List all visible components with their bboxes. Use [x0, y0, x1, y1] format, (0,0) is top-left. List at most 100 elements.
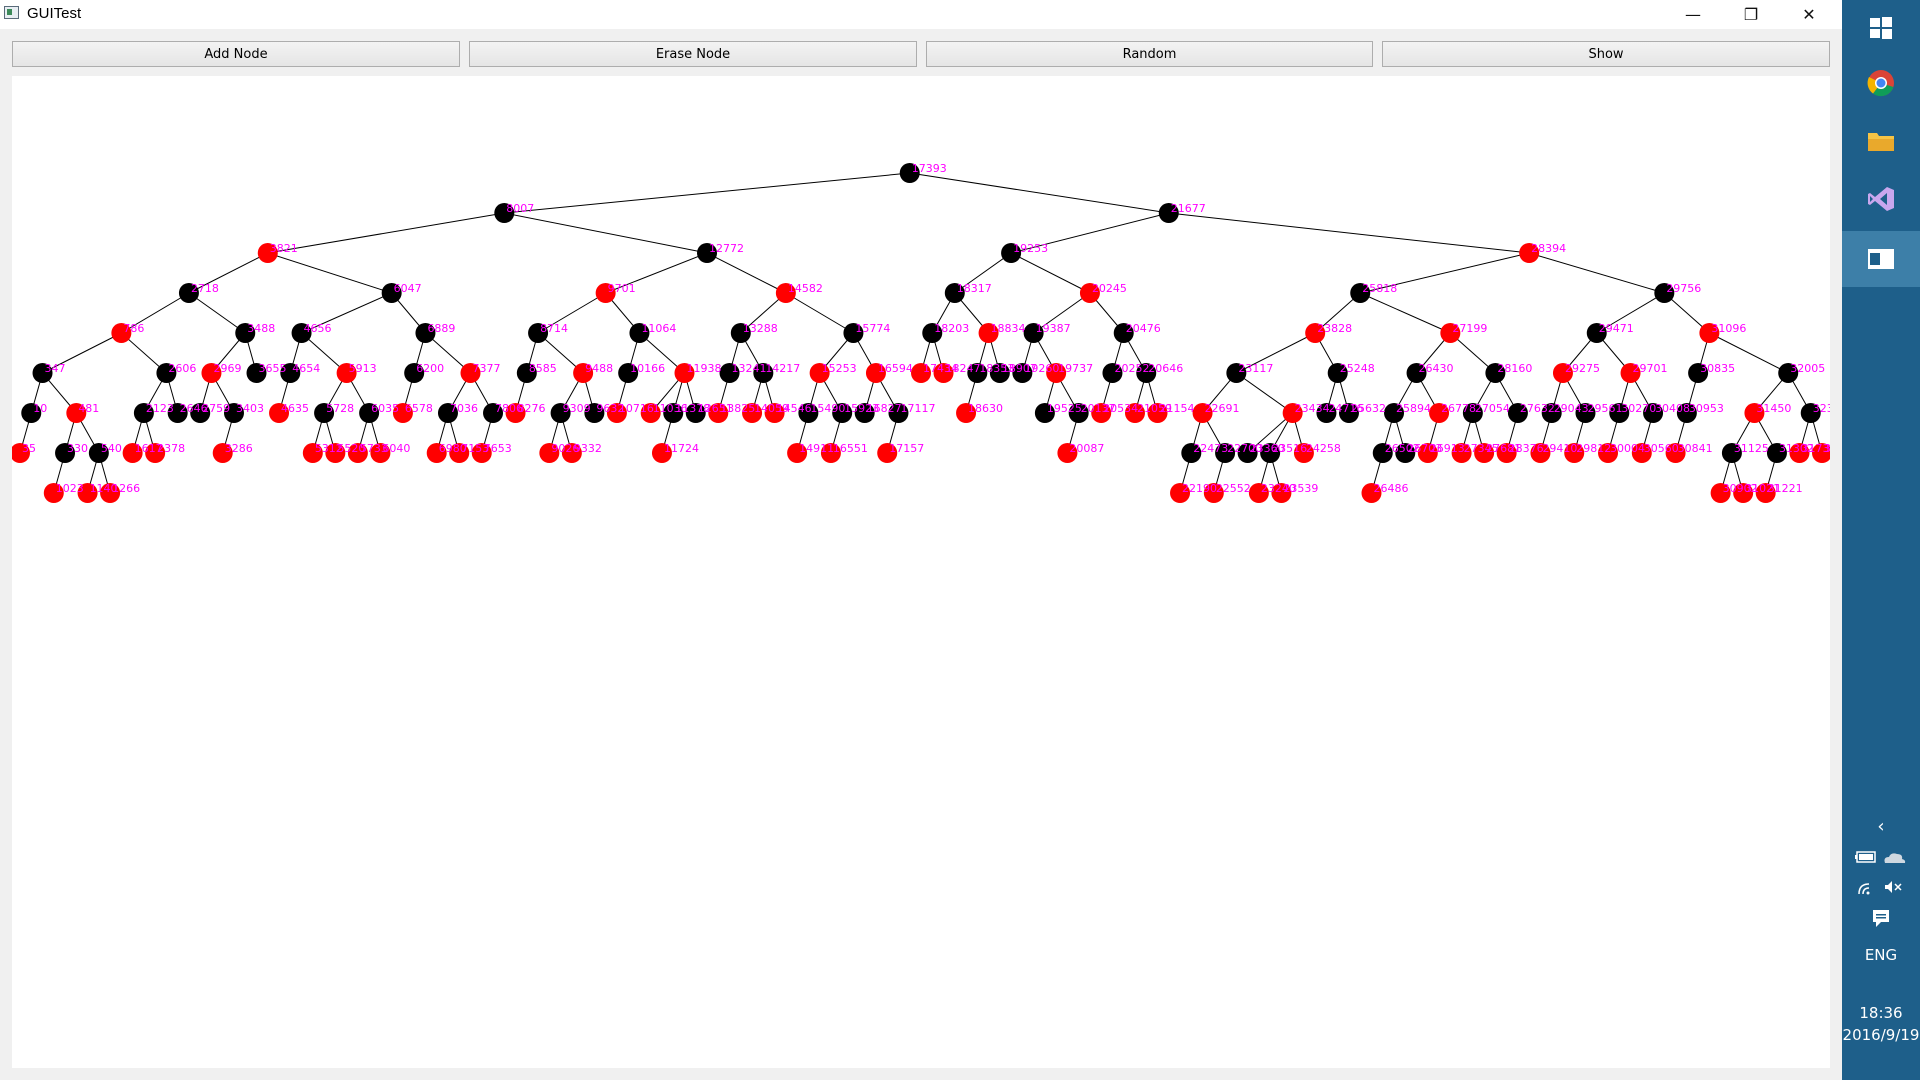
chrome-icon: [1867, 69, 1894, 96]
tree-node-black: [21, 403, 42, 423]
add-node-button[interactable]: Add Node: [12, 41, 460, 67]
tree-node-label: 18317: [957, 282, 992, 295]
tree-node-red: [708, 403, 729, 423]
tree-node-label: 18353: [979, 362, 1014, 375]
tree-node-red: [1631, 443, 1652, 463]
tree-node-black: [798, 403, 819, 423]
tree-node-label: 19737: [1058, 362, 1093, 375]
random-button[interactable]: Random: [926, 41, 1373, 67]
tree-node-black: [1485, 363, 1506, 383]
tree-node-label: 27345: [1464, 442, 1499, 455]
tree-node-black: [437, 403, 458, 423]
tree-node-black: [1034, 403, 1055, 423]
tree-edge: [1010, 212, 1169, 254]
maximize-button[interactable]: ❐: [1743, 5, 1759, 24]
window-title: GUITest: [27, 5, 82, 22]
tree-node-label: 11938: [686, 362, 721, 375]
tree-edge: [121, 292, 190, 334]
tree-node-black: [483, 403, 504, 423]
tree-edge: [504, 212, 708, 254]
chrome-taskbar-item[interactable]: [1842, 55, 1920, 110]
tree-node-red: [66, 403, 87, 423]
tree-node-red: [201, 363, 222, 383]
tree-node-label: 5913: [349, 362, 377, 375]
tree-node-red: [1440, 323, 1461, 343]
tree-node-label: 20087: [1069, 442, 1104, 455]
folder-icon: [1868, 132, 1894, 151]
tree-node-label: 22552: [1216, 482, 1251, 495]
tree-node-label: 22473: [1193, 442, 1228, 455]
tree-node-label: 23240: [1261, 482, 1296, 495]
tree-node-label: 7653: [484, 442, 512, 455]
tree-node-black: [618, 363, 639, 383]
tree-node-black: [1226, 363, 1247, 383]
tree-node-label: 30270: [1621, 402, 1656, 415]
tree-node-label: 14546: [777, 402, 812, 415]
tree-node-label: 13241: [732, 362, 767, 375]
tree-node-red: [1733, 483, 1754, 503]
tree-node-label: 19525: [1047, 402, 1082, 415]
tree-node-red: [956, 403, 977, 423]
tree-node-label: 25632: [1351, 402, 1386, 415]
tree-node-label: 26502: [1385, 442, 1420, 455]
tree-node-label: 3403: [236, 402, 264, 415]
tree-node-label: 8714: [540, 322, 568, 335]
tree-node-label: 14911: [799, 442, 834, 455]
tree-node-label: 19387: [1036, 322, 1071, 335]
tree-edge: [1010, 252, 1091, 294]
tree-node-black: [1023, 323, 1044, 343]
tree-node-black: [1181, 443, 1202, 463]
clock-date[interactable]: 2016/9/19: [1842, 1026, 1920, 1044]
close-button[interactable]: ✕: [1802, 5, 1816, 24]
tree-node-red: [1079, 283, 1100, 303]
action-center-button[interactable]: [1842, 908, 1920, 932]
show-button[interactable]: Show: [1382, 41, 1830, 67]
tree-node-label: 11064: [641, 322, 676, 335]
clock-time[interactable]: 18:36: [1859, 1004, 1903, 1022]
tree-node-label: 24716: [1328, 402, 1363, 415]
tree-node-label: 1140: [90, 482, 118, 495]
tree-node-label: 29561: [1587, 402, 1622, 415]
tree-node-black: [922, 323, 943, 343]
tree-node-red: [1451, 443, 1472, 463]
minimize-button[interactable]: —: [1685, 5, 1701, 24]
tree-edge: [1360, 292, 1451, 334]
tree-node-black: [494, 203, 515, 223]
tree-node-black: [697, 243, 718, 263]
tree-edge: [1236, 372, 1293, 414]
file-explorer-taskbar-item[interactable]: [1842, 112, 1920, 167]
tree-node-black: [1609, 403, 1630, 423]
wifi-icon: [1858, 883, 1870, 895]
tree-node-red: [820, 443, 841, 463]
show-hidden-icons[interactable]: ‹: [1877, 816, 1885, 837]
start-button[interactable]: [1842, 0, 1920, 55]
tree-node-red: [1361, 483, 1382, 503]
erase-node-button[interactable]: Erase Node: [469, 41, 917, 67]
language-indicator[interactable]: ENG: [1864, 946, 1898, 964]
tree-node-red: [1564, 443, 1585, 463]
tree-node-label: 31096: [1711, 322, 1746, 335]
tree-node-label: 29812: [1576, 442, 1611, 455]
tree-edge: [1236, 332, 1316, 374]
tree-node-red: [809, 363, 830, 383]
tree-node-red: [1812, 443, 1830, 463]
tree-node-red: [651, 443, 672, 463]
visual-studio-taskbar-item[interactable]: [1842, 171, 1920, 226]
tree-edge: [42, 332, 122, 374]
tree-edge: [1033, 292, 1091, 334]
tree-node-red: [1046, 363, 1067, 383]
tree-node-red: [1710, 483, 1731, 503]
tree-node-label: 2759: [202, 402, 230, 415]
tree-node-black: [1327, 363, 1348, 383]
guitest-taskbar-item[interactable]: [1842, 231, 1920, 287]
tree-node-red: [370, 443, 391, 463]
tree-node-label: 8007: [506, 202, 534, 215]
tree-node-red: [561, 443, 582, 463]
tree-node-label: 21154: [1160, 402, 1195, 415]
tree-node-black: [1350, 283, 1371, 303]
tree-node-label: 26703: [1407, 442, 1442, 455]
tree-node-label: 20245: [1092, 282, 1127, 295]
tree-node-black: [1654, 283, 1675, 303]
